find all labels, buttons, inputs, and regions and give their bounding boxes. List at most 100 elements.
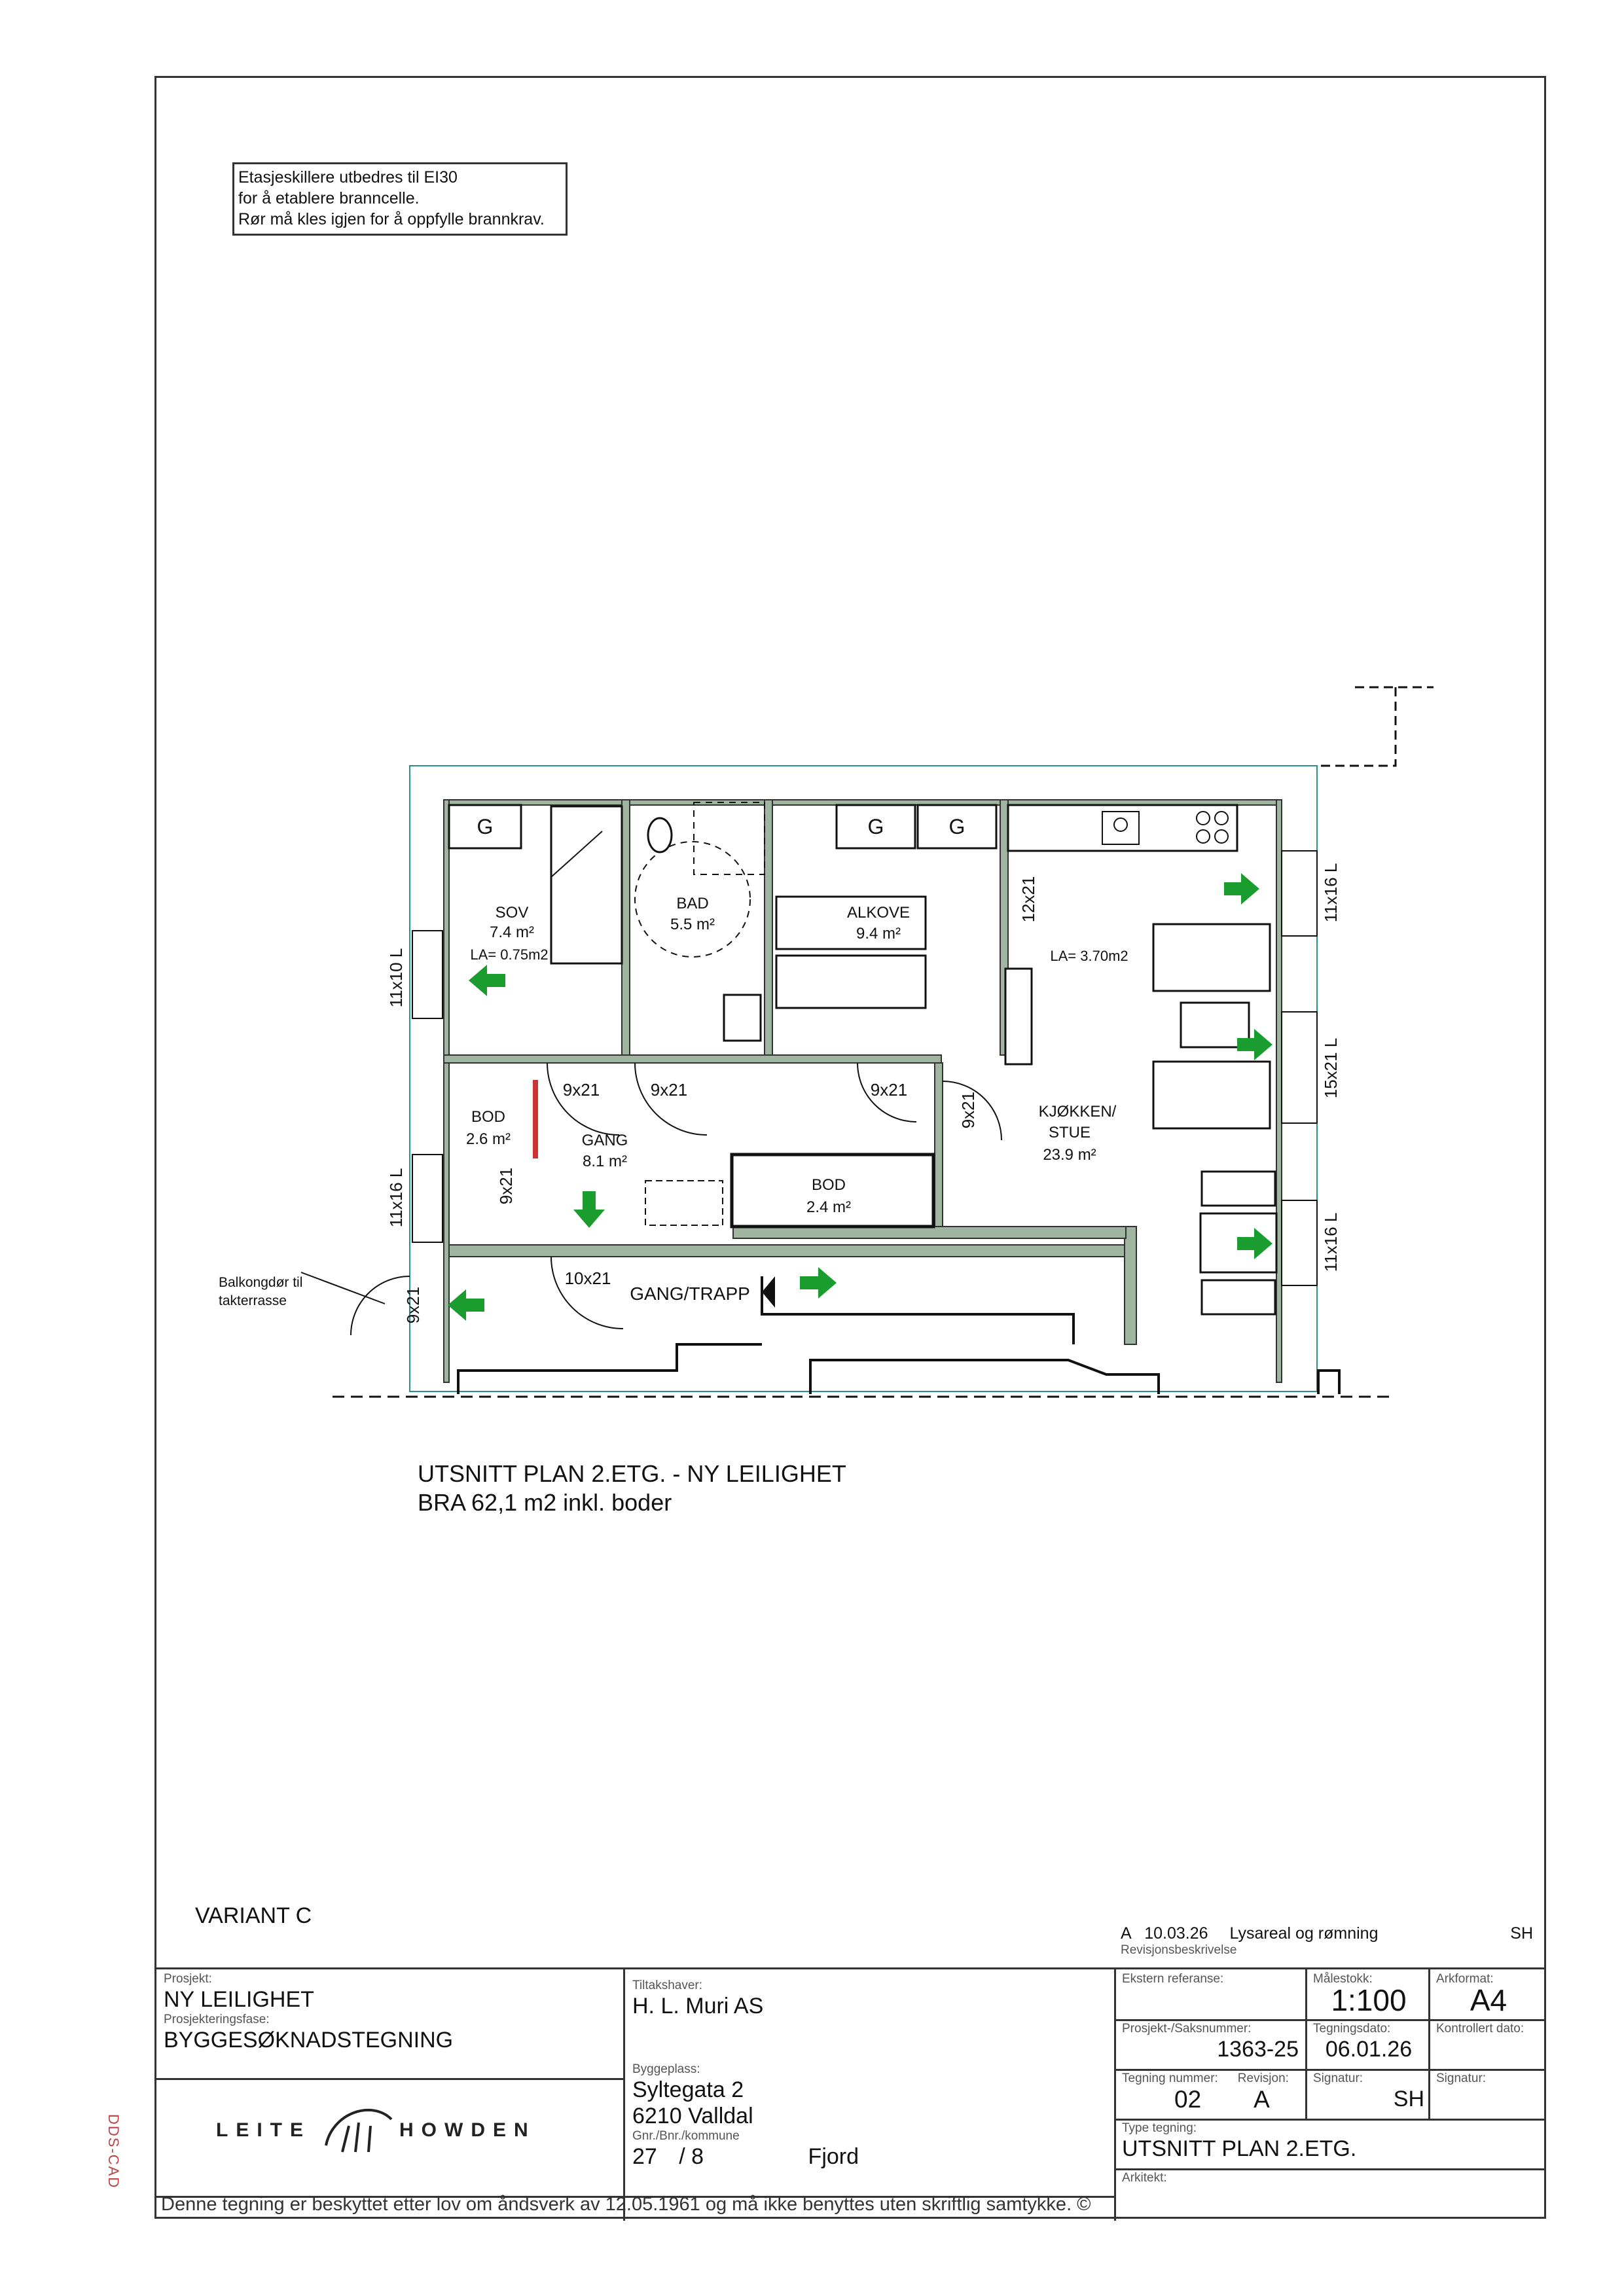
owner-name: H. L. Muri AS (632, 1994, 764, 2018)
walls (443, 799, 1282, 1383)
balcony-note: takterrasse (219, 1293, 287, 1308)
scale: 1:100 (1331, 1983, 1407, 2017)
window-label: 11x16 L (1321, 1213, 1341, 1272)
window-labels: 11x10 L 11x16 L 11x16 L 15x21 L 11x16 L (386, 863, 1341, 1272)
signature2-cell: Signatur: (1436, 2072, 1487, 2085)
wardrobe-label: G (949, 815, 965, 838)
turning-circle (634, 841, 751, 958)
revision-row: A 10.03.26 Lysareal og rømning SH Revisj… (1121, 1924, 1533, 1964)
signature-cell: Signatur: SH (1313, 2072, 1424, 2111)
wardrobes (448, 804, 998, 850)
project-cell: Prosjekt: NY LEILIGHET Prosjekteringsfas… (164, 1972, 615, 2053)
drawing-type: UTSNITT PLAN 2.ETG. (1122, 2136, 1357, 2161)
paper-format: A4 (1470, 1983, 1507, 2017)
drawing-date: 06.01.26 (1325, 2037, 1413, 2062)
door-label: 9x21 (563, 1080, 600, 1100)
drawing-number: 02 (1174, 2086, 1202, 2113)
architect-cell: Arkitekt: (1122, 2171, 1167, 2185)
copyright-notice: Denne tegning er beskyttet etter lov om … (161, 2194, 1091, 2215)
caption-title: UTSNITT PLAN 2.ETG. - NY LEILIGHET (418, 1460, 846, 1487)
owner-cell: Tiltakshaver: H. L. Muri AS (632, 1979, 1104, 2019)
rev-date: 10.03.26 (1144, 1924, 1208, 1943)
checked-cell: Kontrollert dato: (1436, 2022, 1525, 2036)
room-area: 23.9 m² (1043, 1146, 1096, 1164)
door-label: 9x21 (871, 1080, 907, 1100)
room-name: KJØKKEN/ (1039, 1103, 1117, 1121)
window-label: 11x10 L (386, 948, 406, 1008)
bnr: / 8 (679, 2144, 704, 2169)
rev-sign: SH (1510, 1924, 1533, 1943)
date-cell: Tegningsdato: 06.01.26 (1313, 2022, 1424, 2062)
toilet (647, 817, 673, 853)
site-cell: Byggeplass: Syltegata 2 6210 Valldal Gnr… (632, 2062, 1104, 2170)
window-label: 11x16 L (386, 1168, 406, 1228)
software-mark: DDS-CAD (105, 2114, 122, 2189)
external-ref: Ekstern referanse: (1122, 1972, 1224, 1986)
window-label: 15x21 L (1321, 1038, 1341, 1099)
door-label: 12x21 (1019, 876, 1038, 923)
room-name: STUE (1049, 1124, 1091, 1141)
light-area: LA= 0.75m2 (470, 946, 548, 963)
fire-note: Etasjeskillere utbedres til EI30 for å e… (232, 162, 568, 236)
caption-subtitle: BRA 62,1 m2 inkl. boder (418, 1489, 672, 1516)
door-label: 10x21 (565, 1268, 611, 1288)
title-block: Prosjekt: NY LEILIGHET Prosjekteringsfas… (154, 1967, 1546, 2221)
paper-cell: Arkformat: A4 (1436, 1972, 1541, 2017)
rev-label: Revisjonsbeskrivelse (1121, 1943, 1237, 1957)
stair-edge (761, 1276, 1075, 1344)
room-name: BOD (471, 1108, 505, 1126)
project-name: NY LEILIGHET (164, 1987, 314, 2012)
room-area: 8.1 m² (583, 1153, 627, 1170)
variant-label: VARIANT C (195, 1903, 312, 1928)
room-name: GANG/TRAPP (630, 1283, 750, 1304)
bed (775, 895, 927, 950)
kommune: Fjord (808, 2144, 859, 2169)
window-markers (412, 850, 1318, 1286)
room-area: 2.6 m² (466, 1130, 511, 1148)
rev-letter: A (1121, 1924, 1131, 1943)
door-label: 9x21 (958, 1092, 978, 1128)
room-area: 9.4 m² (856, 925, 901, 942)
wardrobe-label: G (477, 815, 494, 838)
room-name: GANG (582, 1132, 628, 1149)
sink (723, 994, 762, 1042)
door-labels: 9x21 9x21 9x21 10x21 9x21 9x21 9x21 12x2… (403, 876, 1038, 1324)
terrace-edge (457, 1343, 762, 1394)
gnr: 27 (632, 2144, 657, 2169)
project-number: 1363-25 (1217, 2037, 1299, 2062)
company-logo: LEITE HOWDEN (216, 2094, 528, 2173)
site-address-1: Syltegata 2 (632, 2077, 744, 2102)
project-phase: BYGGESØKNADSTEGNING (164, 2028, 454, 2053)
room-name: ALKOVE (847, 904, 910, 922)
signature: SH (1393, 2087, 1424, 2111)
room-name: BAD (676, 895, 708, 912)
room-labels: SOV 7.4 m² LA= 0.75m2 BAD 5.5 m² ALKOVE … (466, 895, 1128, 1304)
wardrobe-label: G (868, 815, 884, 838)
room-area: 7.4 m² (490, 924, 534, 941)
room-area: 5.5 m² (670, 916, 715, 933)
rev-desc: Lysareal og rømning (1229, 1924, 1379, 1943)
door-label: 9x21 (651, 1080, 687, 1100)
dashed-line (1317, 687, 1397, 767)
bed (775, 954, 927, 1009)
project-number-cell: Prosjekt-/Saksnummer: 1363-25 (1122, 2022, 1299, 2062)
fire-door (533, 1080, 538, 1158)
door-swings (350, 1062, 1002, 1336)
balcony-note: Balkongdør til (219, 1275, 302, 1290)
door-label: 9x21 (496, 1168, 516, 1204)
room-name: SOV (496, 904, 529, 922)
room-area: 2.4 m² (806, 1198, 851, 1216)
storage-room (730, 1153, 935, 1229)
window-label: 11x16 L (1321, 863, 1341, 923)
door-label: 9x21 (403, 1287, 423, 1323)
site-address-2: 6210 Valldal (632, 2104, 753, 2128)
exit-arrows (448, 873, 1272, 1321)
drawing-frame (154, 76, 1546, 2219)
bed (550, 805, 623, 965)
plan-caption: UTSNITT PLAN 2.ETG. - NY LEILIGHET BRA 6… (418, 1460, 846, 1517)
drawing-type-cell: Type tegning: UTSNITT PLAN 2.ETG. (1122, 2121, 1541, 2162)
light-area: LA= 3.70m2 (1050, 948, 1128, 964)
scale-cell: Målestokk: 1:100 (1313, 1972, 1424, 2017)
